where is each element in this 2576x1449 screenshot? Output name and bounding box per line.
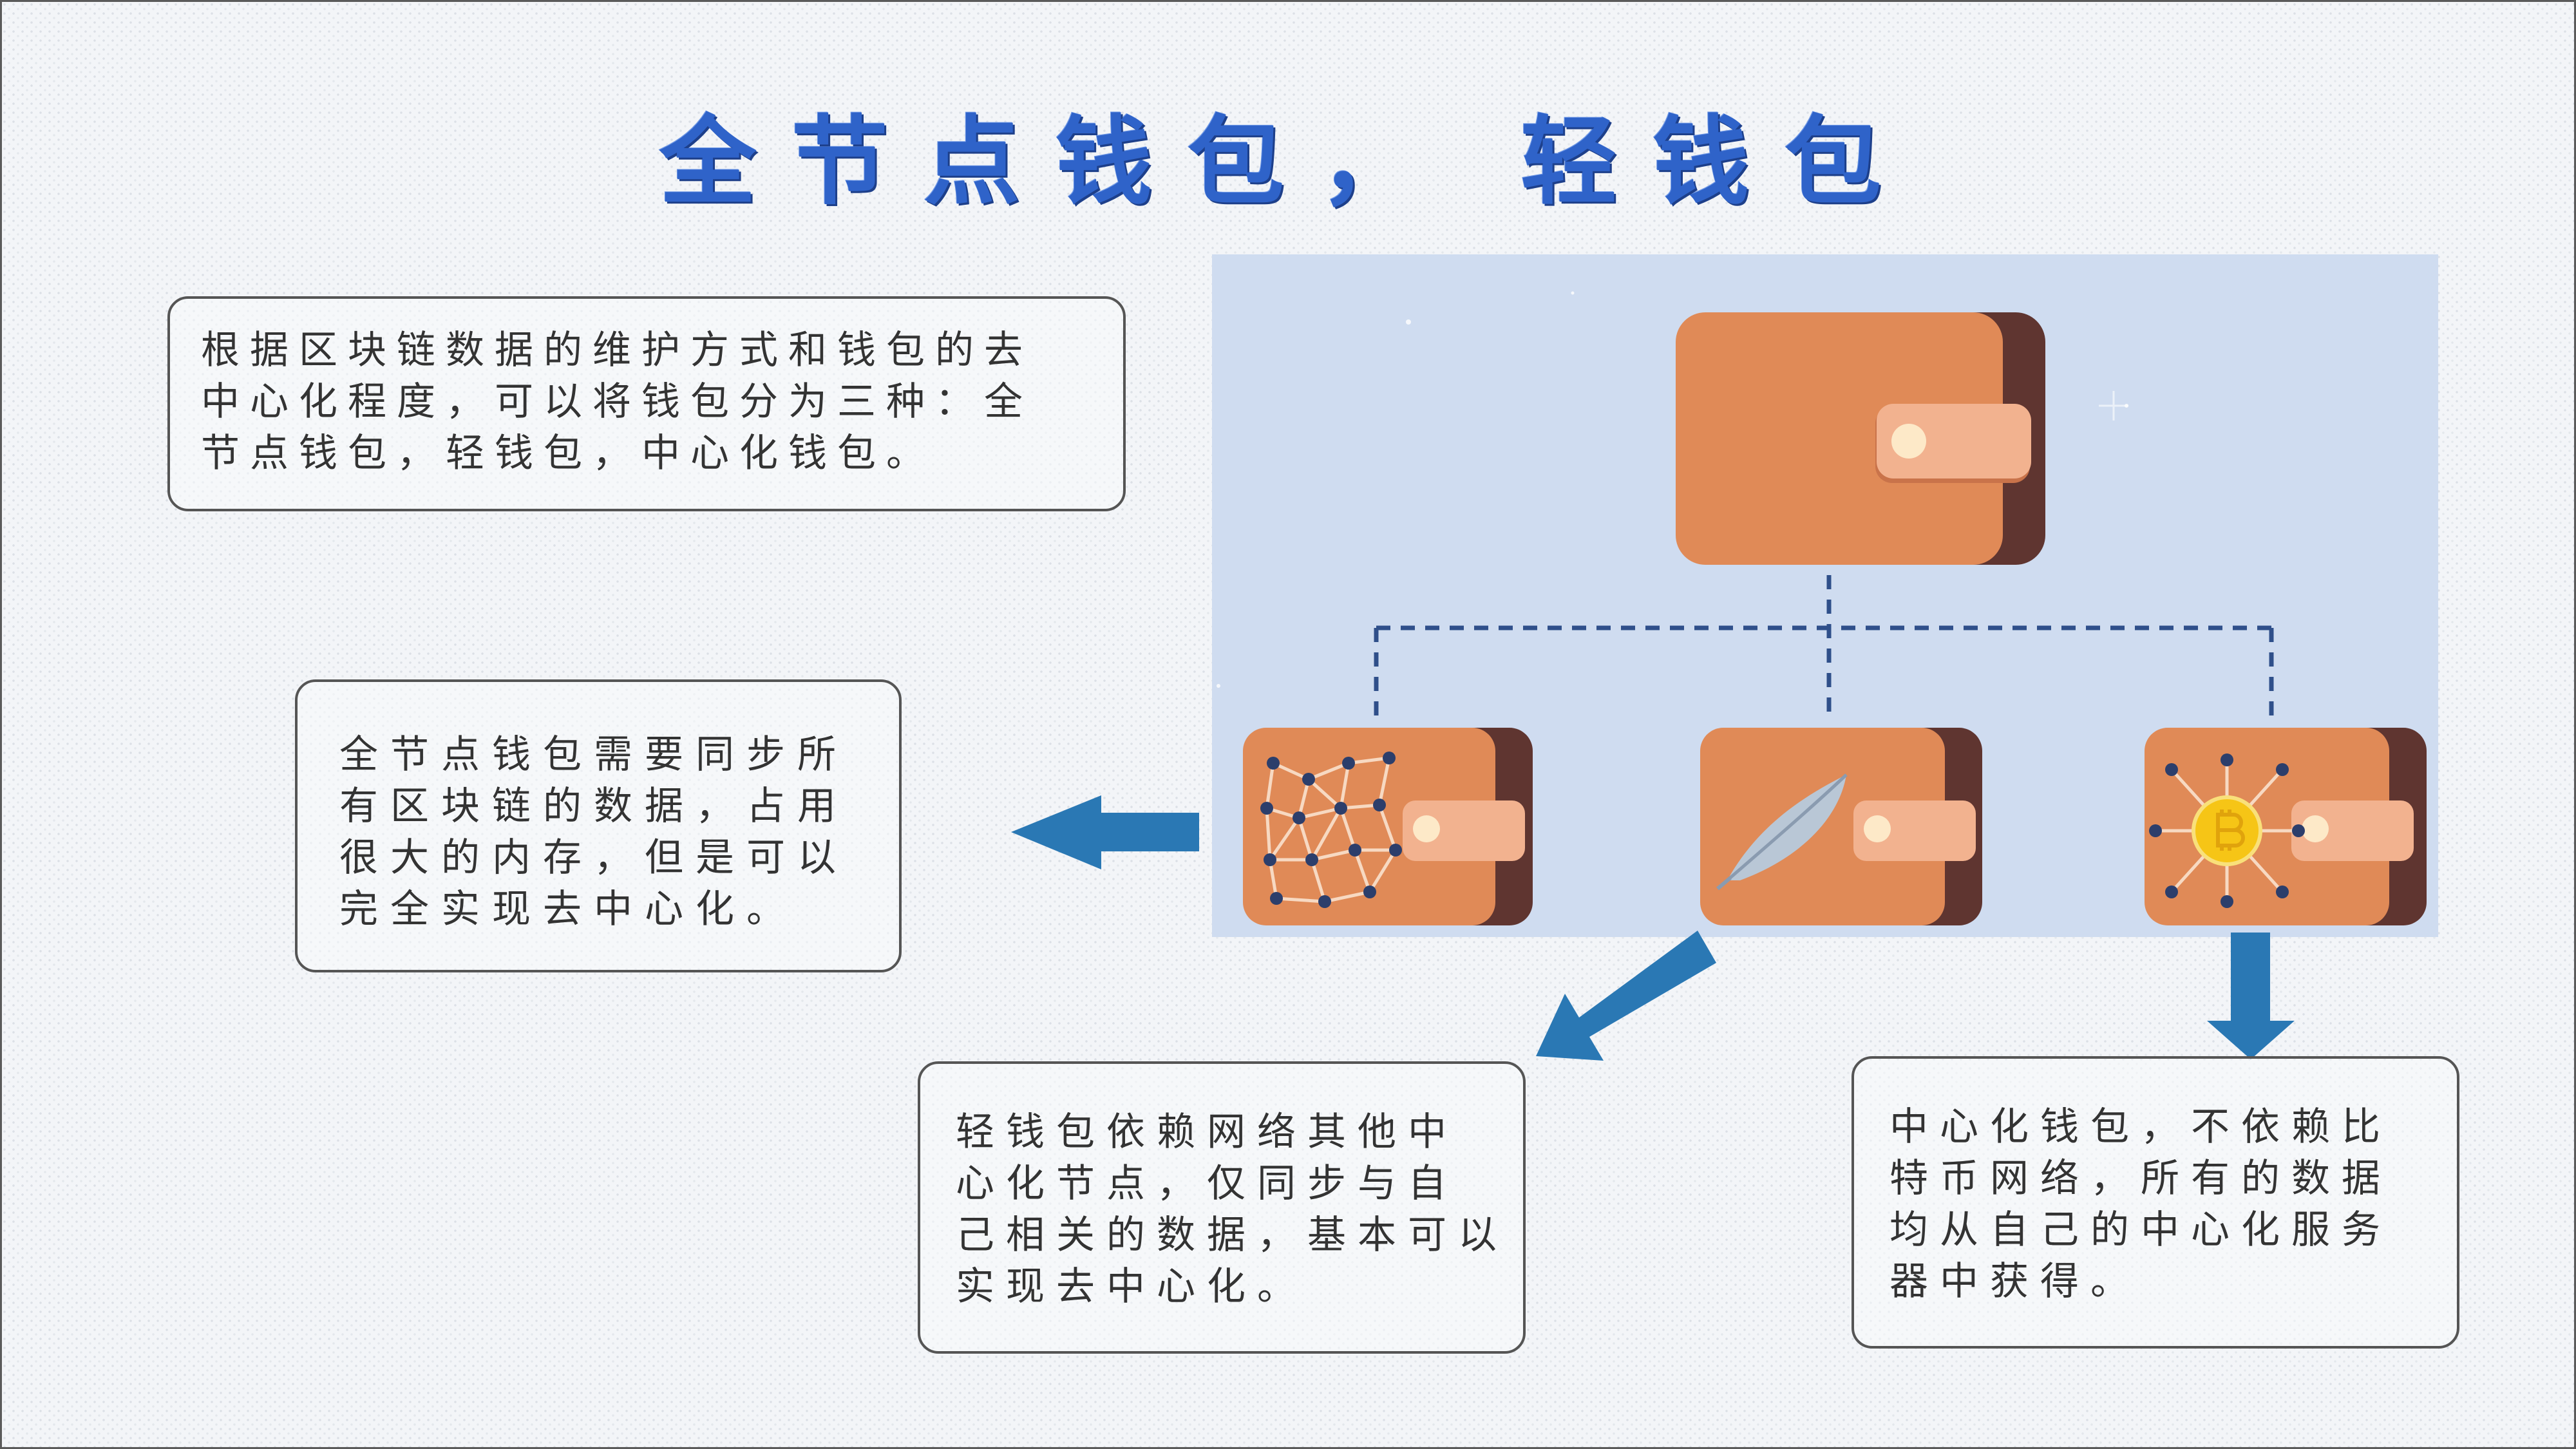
main-wallet-icon (1676, 312, 2045, 565)
full-node-line-3: 很大的内存，但是可以 (339, 835, 848, 880)
feather-icon (1716, 773, 1848, 891)
light-line-4: 实现去中心化。 (956, 1264, 1307, 1309)
network-icon (1265, 756, 1397, 904)
light-wallet-icon (1700, 728, 1982, 925)
wallet-diagram (1212, 254, 2438, 937)
full-node-line-1: 全节点钱包需要同步所 (339, 732, 848, 777)
light-line-3: 己相关的数据，基本可以 (956, 1213, 1508, 1258)
full-node-text-box: 全节点钱包需要同步所 有区块链的数据，占用 很大的内存，但是可以 完全实现去中心… (295, 679, 902, 972)
intro-line-3: 节点钱包，轻钱包，中心化钱包。 (201, 431, 935, 476)
full-node-line-2: 有区块链的数据，占用 (339, 784, 848, 829)
light-wallet-text-box: 轻钱包依赖网络其他中 心化节点，仅同步与自 己相关的数据，基本可以 实现去中心化… (918, 1061, 1526, 1354)
intro-line-1: 根据区块链数据的维护方式和钱包的去 (201, 328, 1033, 373)
central-wallet-icon (2145, 728, 2427, 925)
central-line-3: 均从自己的中心化服务 (1889, 1208, 2392, 1253)
intro-line-2: 中心化程度，可以将钱包分为三种：全 (201, 379, 1033, 424)
central-line-1: 中心化钱包，不依赖比 (1889, 1104, 2392, 1150)
slide-title: 全节点钱包， 轻钱包 (659, 106, 1917, 218)
intro-text-box: 根据区块链数据的维护方式和钱包的去 中心化程度，可以将钱包分为三种：全 节点钱包… (167, 296, 1126, 511)
central-wallet-text-box: 中心化钱包，不依赖比 特币网络，所有的数据 均从自己的中心化服务 器中获得。 (1852, 1056, 2459, 1349)
bitcoin-icon (2149, 753, 2305, 908)
central-line-2: 特币网络，所有的数据 (1889, 1156, 2392, 1201)
light-line-1: 轻钱包依赖网络其他中 (956, 1110, 1458, 1155)
central-line-4: 器中获得。 (1889, 1259, 2141, 1304)
full-node-wallet-icon (1243, 728, 1533, 925)
light-line-2: 心化节点，仅同步与自 (956, 1161, 1458, 1206)
full-node-line-4: 完全实现去中心化。 (339, 887, 797, 932)
tree-connector (1374, 575, 2274, 724)
